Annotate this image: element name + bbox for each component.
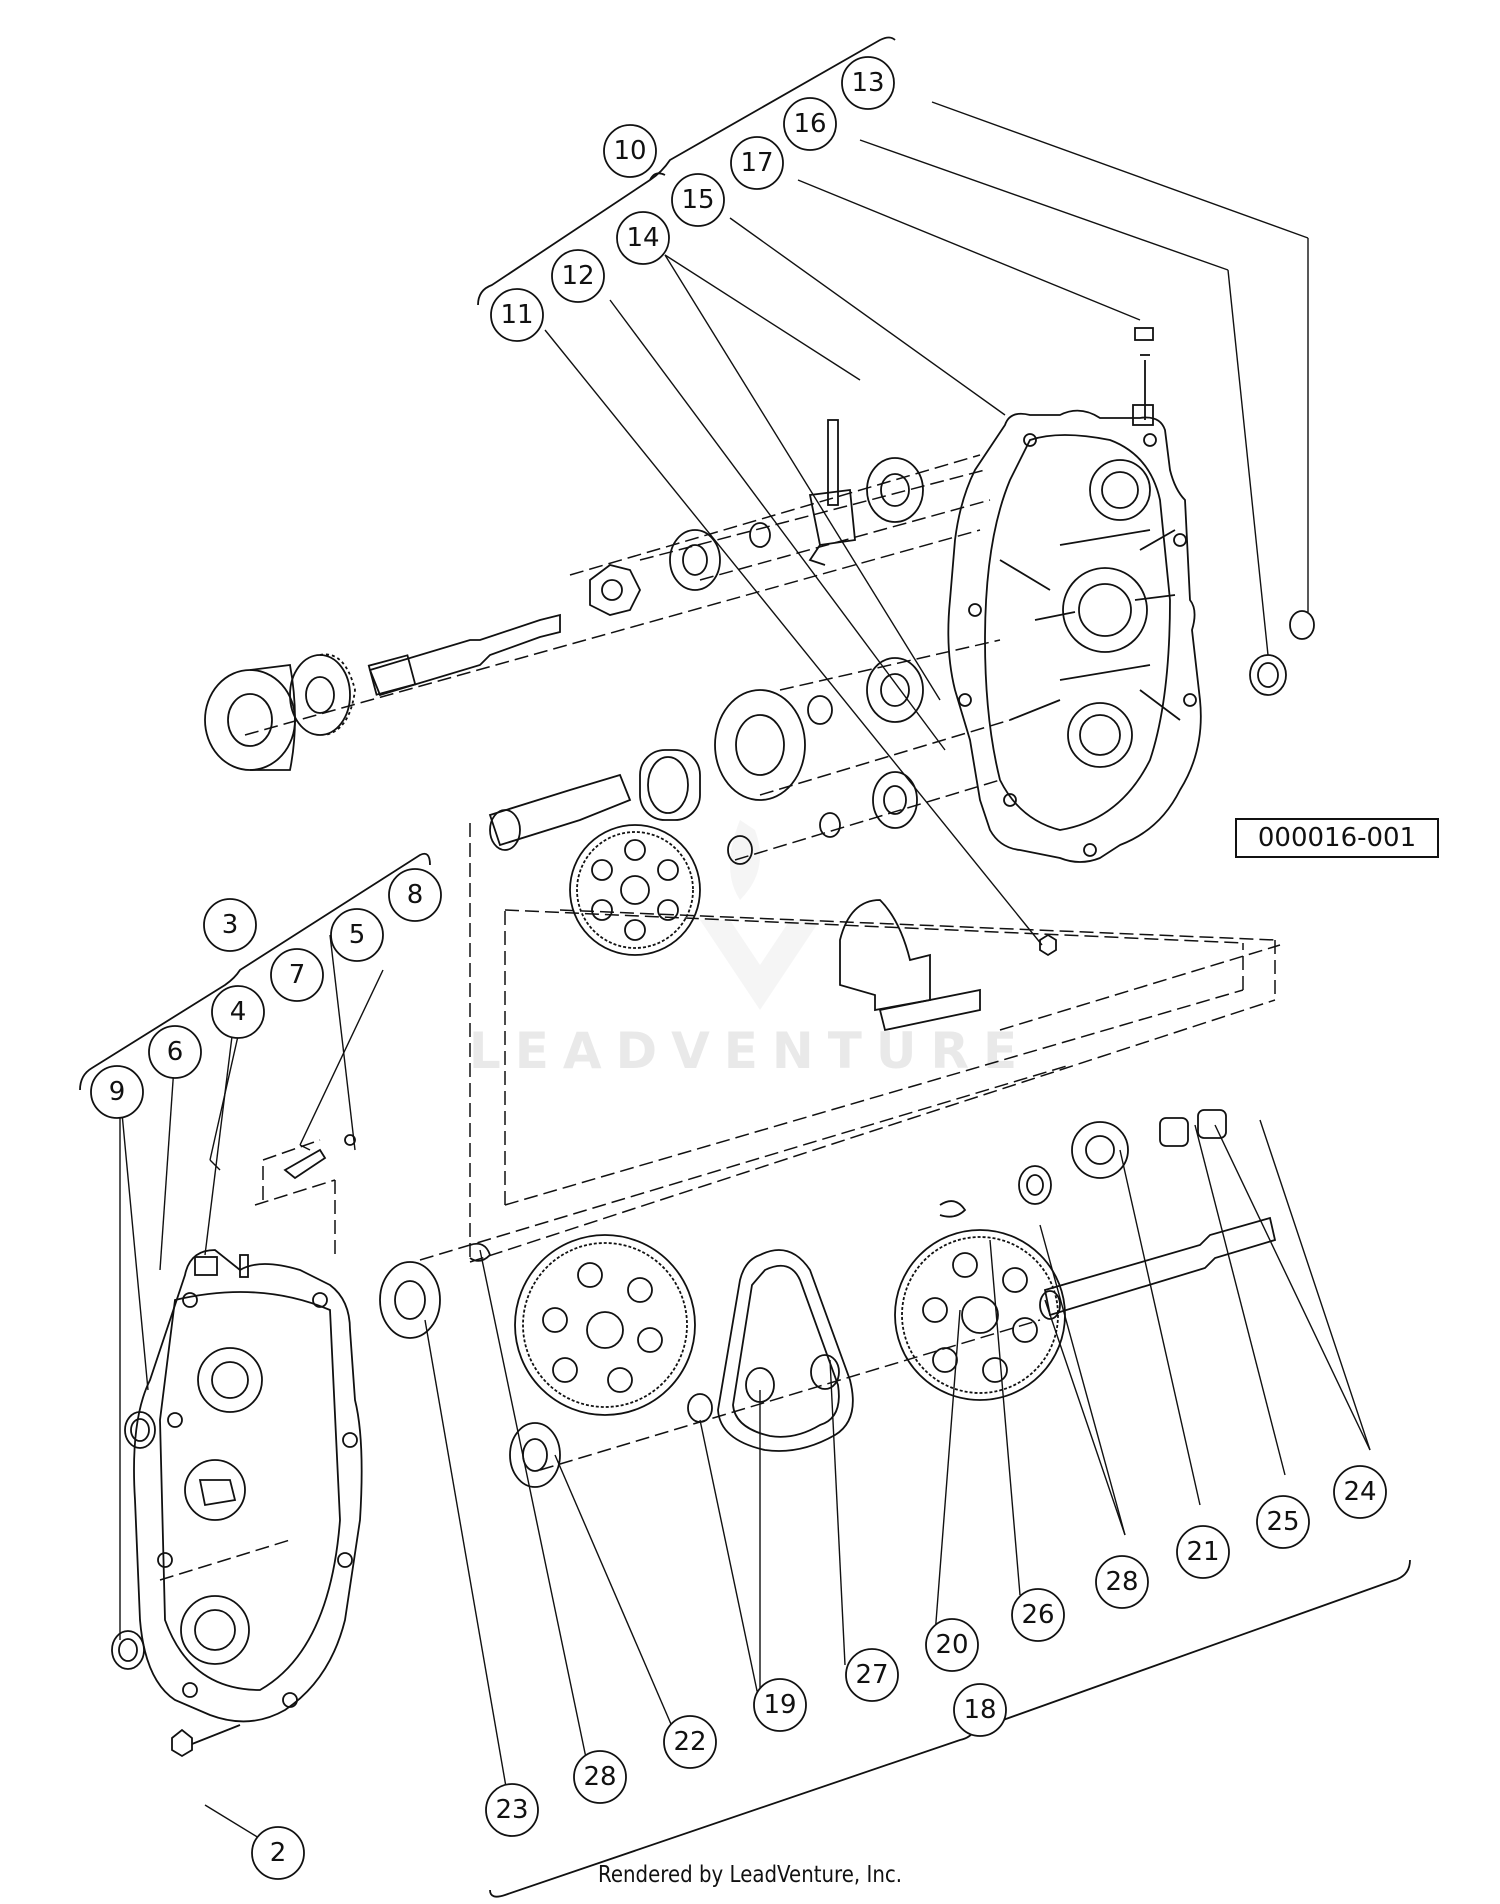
callout-18: 18 bbox=[953, 1683, 1007, 1737]
svg-text:14: 14 bbox=[626, 223, 659, 253]
svg-text:12: 12 bbox=[561, 261, 594, 291]
svg-text:21: 21 bbox=[1186, 1537, 1219, 1567]
callout-6: 6 bbox=[148, 1025, 202, 1079]
svg-text:28: 28 bbox=[1105, 1567, 1138, 1597]
svg-text:27: 27 bbox=[855, 1660, 888, 1690]
svg-text:18: 18 bbox=[963, 1695, 996, 1725]
svg-text:7: 7 bbox=[289, 960, 306, 990]
leader-lines bbox=[119, 101, 1371, 1853]
lower-gear-train bbox=[379, 1109, 1277, 1488]
svg-text:6: 6 bbox=[167, 1037, 184, 1067]
callout-16: 16 bbox=[783, 97, 837, 151]
svg-text:8: 8 bbox=[407, 880, 424, 910]
callout-14: 14 bbox=[616, 211, 670, 265]
callout-7: 7 bbox=[270, 948, 324, 1002]
callout-8: 8 bbox=[388, 868, 442, 922]
callout-4: 4 bbox=[211, 985, 265, 1039]
callout-24: 24 bbox=[1333, 1465, 1387, 1519]
callout-10: 10 bbox=[603, 124, 657, 178]
right-housing-cover bbox=[947, 404, 1202, 863]
left-housing bbox=[111, 1134, 363, 1758]
svg-text:2: 2 bbox=[270, 1838, 287, 1868]
callout-23: 23 bbox=[485, 1783, 539, 1837]
callout-15: 15 bbox=[671, 173, 725, 227]
svg-text:10: 10 bbox=[613, 136, 646, 166]
callout-25: 25 bbox=[1256, 1495, 1310, 1549]
svg-text:9: 9 bbox=[109, 1077, 126, 1107]
svg-text:28: 28 bbox=[583, 1762, 616, 1792]
callout-20: 20 bbox=[925, 1618, 979, 1672]
callout-12: 12 bbox=[551, 249, 605, 303]
svg-text:16: 16 bbox=[793, 109, 826, 139]
svg-text:11: 11 bbox=[500, 300, 533, 330]
watermark-logo bbox=[700, 820, 820, 1010]
svg-text:23: 23 bbox=[495, 1795, 528, 1825]
callout-9: 9 bbox=[90, 1065, 144, 1119]
svg-text:3: 3 bbox=[222, 910, 239, 940]
svg-text:26: 26 bbox=[1021, 1600, 1054, 1630]
alignment-lines bbox=[159, 454, 1281, 1581]
svg-text:22: 22 bbox=[673, 1727, 706, 1757]
watermark-text: LEADVENTURE bbox=[468, 1022, 1032, 1080]
callout-19: 19 bbox=[753, 1678, 807, 1732]
svg-text:24: 24 bbox=[1343, 1477, 1376, 1507]
callout-26: 26 bbox=[1011, 1588, 1065, 1642]
callouts: 13 16 10 17 15 14 12 11 8 3 5 7 4 6 9 24… bbox=[90, 56, 1387, 1880]
callout-3: 3 bbox=[203, 898, 257, 952]
callout-21: 21 bbox=[1176, 1525, 1230, 1579]
svg-text:15: 15 bbox=[681, 185, 714, 215]
callout-2: 2 bbox=[251, 1826, 305, 1880]
svg-text:20: 20 bbox=[935, 1630, 968, 1660]
diagram-reference-number: 000016-001 bbox=[1235, 818, 1439, 858]
svg-text:4: 4 bbox=[230, 997, 247, 1027]
svg-text:17: 17 bbox=[740, 148, 773, 178]
svg-text:19: 19 bbox=[763, 1690, 796, 1720]
callout-22: 22 bbox=[663, 1715, 717, 1769]
svg-text:25: 25 bbox=[1266, 1507, 1299, 1537]
svg-text:5: 5 bbox=[349, 920, 366, 950]
callout-13: 13 bbox=[841, 56, 895, 110]
callout-27: 27 bbox=[845, 1648, 899, 1702]
group-brackets bbox=[79, 36, 1411, 1898]
callout-17: 17 bbox=[730, 136, 784, 190]
callout-5: 5 bbox=[330, 908, 384, 962]
upper-parts bbox=[204, 327, 1315, 1032]
callout-28: 28 bbox=[1095, 1555, 1149, 1609]
footer-credit: Rendered by LeadVenture, Inc. bbox=[597, 1862, 903, 1888]
callout-11: 11 bbox=[490, 288, 544, 342]
callout-28: 28 bbox=[573, 1750, 627, 1804]
svg-text:13: 13 bbox=[851, 68, 884, 98]
